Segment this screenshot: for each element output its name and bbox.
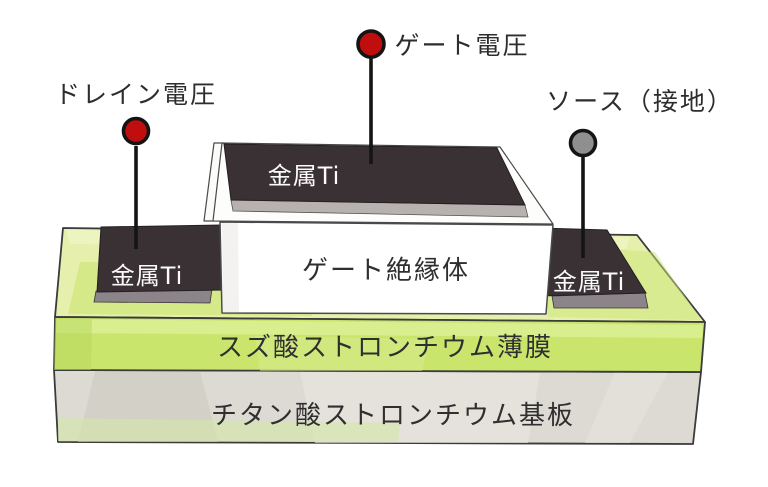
gate-metal-top <box>223 143 526 206</box>
gate-insulator-label: ゲート絶縁体 <box>302 256 470 286</box>
gate-voltage-label: ゲート電圧 <box>394 31 529 60</box>
substrate-shade-right <box>585 372 668 443</box>
gate-insulator-front-face <box>219 221 554 315</box>
source-electrode-label: 金属Ti <box>553 268 626 296</box>
film-front-highlight <box>56 319 703 338</box>
drain-pin-icon <box>121 116 151 146</box>
gate-insulator-shade <box>222 223 239 312</box>
gate-pin-icon <box>356 29 386 59</box>
channel-film-label: スズ酸ストロンチウム薄膜 <box>217 333 553 363</box>
substrate-label: チタン酸ストロンチウム基板 <box>211 401 575 431</box>
source-pin-icon <box>568 128 598 158</box>
source-ground-label: ソース（接地） <box>546 87 734 116</box>
substrate-green-tint <box>58 418 400 442</box>
film-front-shade-left <box>54 318 92 370</box>
drain-voltage-label: ドレイン電圧 <box>55 80 217 109</box>
drain-electrode-label: 金属Ti <box>111 262 184 290</box>
gate-metal-label: 金属Ti <box>268 162 341 190</box>
film-front-shade-mid <box>255 336 430 371</box>
